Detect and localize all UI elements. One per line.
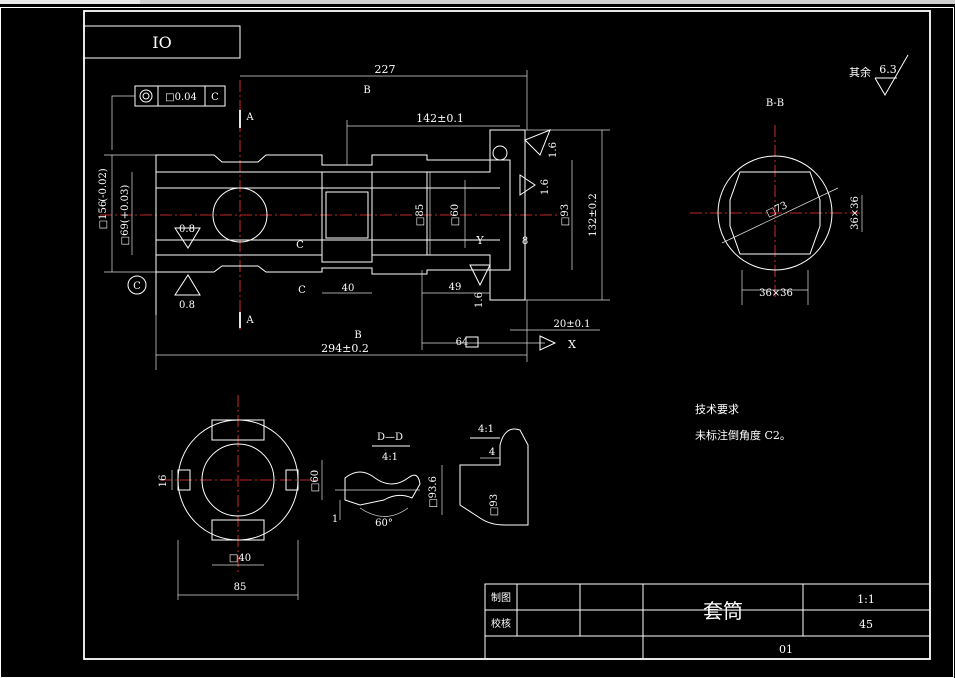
io-label: IO xyxy=(152,33,171,52)
aa-inner-circle xyxy=(201,443,275,517)
detail-x-dia-93: □93 xyxy=(489,494,500,516)
io-label-box xyxy=(83,25,241,59)
detail-x-profile xyxy=(459,428,529,526)
dia-156-tolerance: (-0.02) xyxy=(98,168,109,202)
title-part-name: 套筒 xyxy=(703,599,743,623)
cross-hole xyxy=(212,187,268,243)
section-bb-view: B-B □73 36×36 36×36 xyxy=(690,98,863,305)
section-c-top: C xyxy=(296,240,304,251)
tolerance-datum: C xyxy=(211,92,219,103)
tech-requirements-title: 技术要求 xyxy=(695,403,739,416)
section-b-top: B xyxy=(363,85,370,96)
detail-x-view: 4:1 4 □93.6 □93 xyxy=(428,424,529,526)
dia-156: □156 xyxy=(98,201,109,230)
dim-8: 8 xyxy=(522,236,528,247)
section-c-bottom: C xyxy=(298,285,306,296)
dim-64: 64 xyxy=(456,337,469,348)
title-scale: 1:1 xyxy=(857,593,875,606)
section-b-bottom: B xyxy=(354,330,361,341)
dim-40: 40 xyxy=(342,283,355,294)
title-check-label: 校核 xyxy=(491,617,511,630)
dd-angle: 60° xyxy=(375,518,393,529)
roughness-rest-symbol xyxy=(874,54,909,96)
dia-73: □73 xyxy=(765,200,790,219)
concentricity-icon xyxy=(139,89,153,103)
sheet-outer-border xyxy=(0,7,954,678)
dim-20: 20±0.1 xyxy=(553,319,590,330)
dia-93: □93 xyxy=(560,204,571,226)
detail-x-scale: 4:1 xyxy=(478,424,494,435)
dim-36x36-vertical: 36×36 xyxy=(850,196,861,230)
sheet-frame xyxy=(83,10,931,660)
title-drawing-no: 01 xyxy=(779,643,793,656)
dd-dim-1: 1 xyxy=(332,514,338,525)
section-x: X xyxy=(568,338,576,351)
dim-142: 142±0.1 xyxy=(416,112,464,125)
dd-title: D—D xyxy=(377,432,403,443)
window-tab[interactable] xyxy=(0,0,140,4)
roughness-1-6-a: 1.6 xyxy=(548,142,559,158)
datum-c-label: C xyxy=(133,281,141,292)
right-flange-section xyxy=(489,129,526,301)
tolerance-value: □0.04 xyxy=(165,92,197,103)
datum-c-circle xyxy=(127,275,147,295)
title-block: 制图 校核 套筒 1:1 45 01 xyxy=(484,583,931,660)
detail-x-dim-4: 4 xyxy=(489,447,495,458)
roughness-0-8-a: 0.8 xyxy=(179,224,195,235)
dd-profile xyxy=(344,471,421,506)
window-top-bar xyxy=(0,0,955,4)
roughness-1-6-b: 1.6 xyxy=(540,179,551,195)
dim-36x36: 36×36 xyxy=(759,288,793,299)
lower-wall-section xyxy=(155,254,491,275)
tech-requirements-item: 未标注倒角度 C2。 xyxy=(695,428,791,442)
slot-window xyxy=(325,191,369,239)
dim-132: 132±0.2 xyxy=(588,193,599,236)
title-material: 45 xyxy=(859,618,873,631)
dia-85: □85 xyxy=(415,204,426,226)
aa-dim-85: 85 xyxy=(234,582,247,593)
title-drawn-label: 制图 xyxy=(491,591,511,604)
section-aa-view: □40 85 16 □60 xyxy=(158,395,323,600)
bb-square-bore xyxy=(729,171,821,255)
detail-x-dia-936: □93.6 xyxy=(428,476,439,508)
section-a-top: A xyxy=(245,112,254,123)
dim-227: 227 xyxy=(375,63,396,76)
dd-scale: 4:1 xyxy=(382,452,398,463)
aa-dim-16: 16 xyxy=(158,475,169,488)
roughness-rest-label: 其余 xyxy=(849,65,871,79)
upper-wall-section xyxy=(155,154,491,173)
dim-49: 49 xyxy=(449,282,462,293)
roughness-0-8-b: 0.8 xyxy=(179,300,195,311)
section-bb-title: B-B xyxy=(766,98,784,109)
dia-60: □60 xyxy=(450,204,461,226)
section-a-bottom: A xyxy=(245,315,254,326)
roughness-rest-value: 6.3 xyxy=(879,63,897,76)
section-y: Y xyxy=(475,234,484,247)
bb-outer-circle xyxy=(717,155,833,271)
roughness-1-6-c: 1.6 xyxy=(474,292,485,308)
aa-dim-60: □60 xyxy=(310,470,321,492)
aa-dim-40: □40 xyxy=(229,553,251,564)
dia-69: □69(+0.03) xyxy=(120,185,131,246)
dim-294: 294±0.2 xyxy=(321,342,369,355)
main-view: 227 B 142±0.1 294±0.2 B 40 49 64 20±0.1 … xyxy=(98,63,610,370)
detail-dd-view: D—D 4:1 1 60° xyxy=(332,432,421,529)
